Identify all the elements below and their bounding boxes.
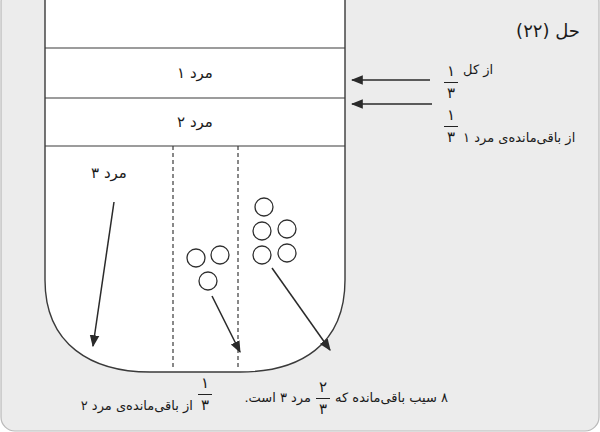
band-line xyxy=(45,47,345,48)
annotation: ۸ سیب باقی‌مانده که ۲۳ مرد ۳ است. xyxy=(244,378,448,419)
band-line xyxy=(45,145,345,146)
band-line xyxy=(45,97,345,98)
note-text: از باقی‌مانده‌ی مرد ۱ xyxy=(463,130,575,146)
basket-share-band: مرد ۲ xyxy=(45,99,345,145)
pointer-arrow xyxy=(352,79,430,81)
share-name: مرد ۱ xyxy=(177,64,213,83)
dashed-divider xyxy=(172,146,173,370)
note-text: ۸ سیب باقی‌مانده که xyxy=(335,390,448,406)
basket-share-band: مرد ۳ xyxy=(47,150,171,196)
fraction-numerator: ۱ xyxy=(444,62,458,82)
share-name: مرد ۳ xyxy=(91,164,127,183)
fraction-denominator: ۳ xyxy=(198,394,212,415)
pointer-arrow xyxy=(352,103,432,105)
fraction-numerator: ۱ xyxy=(198,374,212,394)
solution-title: حل (۲۲) xyxy=(516,20,580,43)
note-text: از باقی‌مانده‌ی مرد ۲ xyxy=(81,398,193,414)
note-text: از کل xyxy=(463,62,493,78)
fraction-denominator: ۳ xyxy=(316,398,330,419)
pointer-arrow xyxy=(272,268,330,350)
apple-circles xyxy=(187,198,296,290)
basket-outline xyxy=(45,0,345,372)
annotation: از کل ۱۳ xyxy=(444,62,493,103)
fraction-denominator: ۳ xyxy=(444,126,458,147)
fraction-numerator: ۱ xyxy=(444,106,458,126)
fraction-numerator: ۲ xyxy=(316,378,330,398)
fraction: ۱۳ xyxy=(444,62,458,103)
fraction-denominator: ۳ xyxy=(444,82,458,103)
pointer-arrow xyxy=(212,296,240,352)
pointer-arrow xyxy=(93,202,114,346)
note-text: مرد ۳ است. xyxy=(244,390,311,406)
fraction: ۱۳ xyxy=(198,374,212,415)
fraction: ۱۳ xyxy=(444,106,458,147)
share-name: مرد ۲ xyxy=(177,113,213,132)
annotation: ۱۳ از باقی‌مانده‌ی مرد ۲ xyxy=(81,374,212,415)
dashed-divider xyxy=(237,146,238,370)
basket-share-band: مرد ۱ xyxy=(45,49,345,97)
annotation: از باقی‌مانده‌ی مرد ۱ ۱۳ xyxy=(444,106,575,147)
fraction: ۲۳ xyxy=(316,378,330,419)
basket-fill xyxy=(45,0,345,372)
